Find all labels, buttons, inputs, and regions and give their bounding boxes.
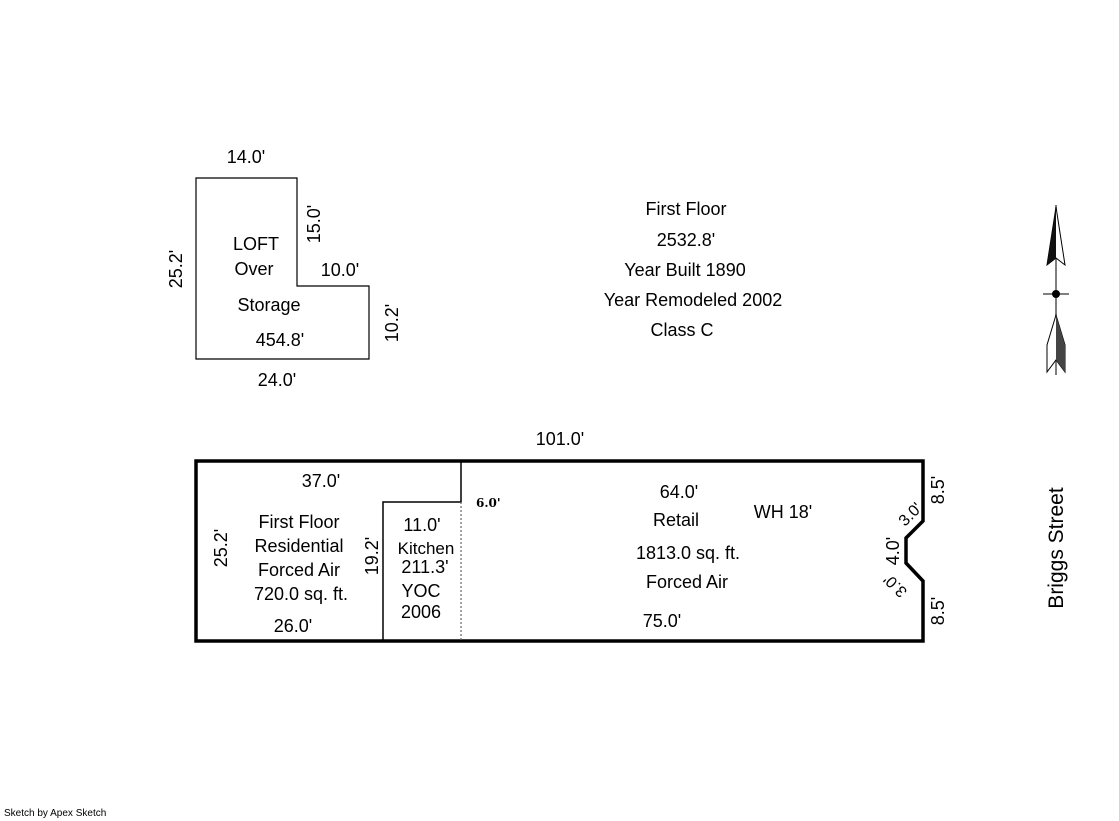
info-year-remodeled: Year Remodeled 2002 xyxy=(604,290,782,310)
kitchen-label: Kitchen xyxy=(398,539,455,558)
retail-dim-top: 64.0' xyxy=(660,482,698,502)
notch-dim-middle: 4.0' xyxy=(883,537,903,565)
loft-label: Storage xyxy=(237,295,300,315)
kitchen-label: YOC xyxy=(401,581,440,601)
residential-dim-left: 25.2' xyxy=(211,529,231,567)
kitchen-wall xyxy=(382,461,462,641)
info-area: 2532.8' xyxy=(657,230,716,250)
north-arrow-icon xyxy=(1043,205,1069,375)
loft-dim-inner-vertical: 15.0' xyxy=(304,205,324,243)
kitchen-dim-top: 11.0' xyxy=(403,515,440,535)
info-floor: First Floor xyxy=(646,199,727,219)
info-year-built: Year Built 1890 xyxy=(624,260,745,280)
info-class: Class C xyxy=(650,320,713,340)
retail-dim-bottom: 75.0' xyxy=(643,611,681,631)
footer-credit: Sketch by Apex Sketch xyxy=(4,808,107,819)
notch-dim-lower: 8.5' xyxy=(928,597,948,625)
residential-area: 720.0 sq. ft. xyxy=(254,584,348,604)
kitchen-dim-offset: 6.0' xyxy=(476,496,501,510)
loft-dim-right: 10.2' xyxy=(382,304,402,342)
water-heater-label: WH 18' xyxy=(754,502,812,522)
loft-area: 454.8' xyxy=(256,330,304,350)
retail-label: Forced Air xyxy=(646,572,728,592)
loft-outline xyxy=(195,177,370,360)
residential-dim-bottom: 26.0' xyxy=(274,616,312,636)
main-dim-top: 101.0' xyxy=(536,429,584,449)
residential-dim-top: 37.0' xyxy=(302,471,340,491)
street-label: Briggs Street xyxy=(1045,487,1068,609)
loft-dim-left: 25.2' xyxy=(166,250,186,288)
notch-dim-diag-lower: 3.0' xyxy=(881,570,911,600)
loft-dim-top: 14.0' xyxy=(227,147,265,167)
loft-dim-inner-horizontal: 10.0' xyxy=(321,260,359,280)
residential-label: Residential xyxy=(254,536,343,556)
main-building-outline xyxy=(194,459,925,643)
loft-dim-bottom: 24.0' xyxy=(258,370,296,390)
loft-label: LOFT xyxy=(233,234,279,254)
retail-area: 1813.0 sq. ft. xyxy=(636,543,740,563)
retail-label: Retail xyxy=(653,510,699,530)
loft-label: Over xyxy=(234,259,273,279)
kitchen-area: 211.3' xyxy=(401,557,448,577)
residential-label: Forced Air xyxy=(258,560,340,580)
kitchen-dim-left: 19.2' xyxy=(362,537,382,575)
residential-label: First Floor xyxy=(259,512,340,532)
notch-dim-upper: 8.5' xyxy=(928,476,948,504)
kitchen-label: 2006 xyxy=(401,602,441,622)
